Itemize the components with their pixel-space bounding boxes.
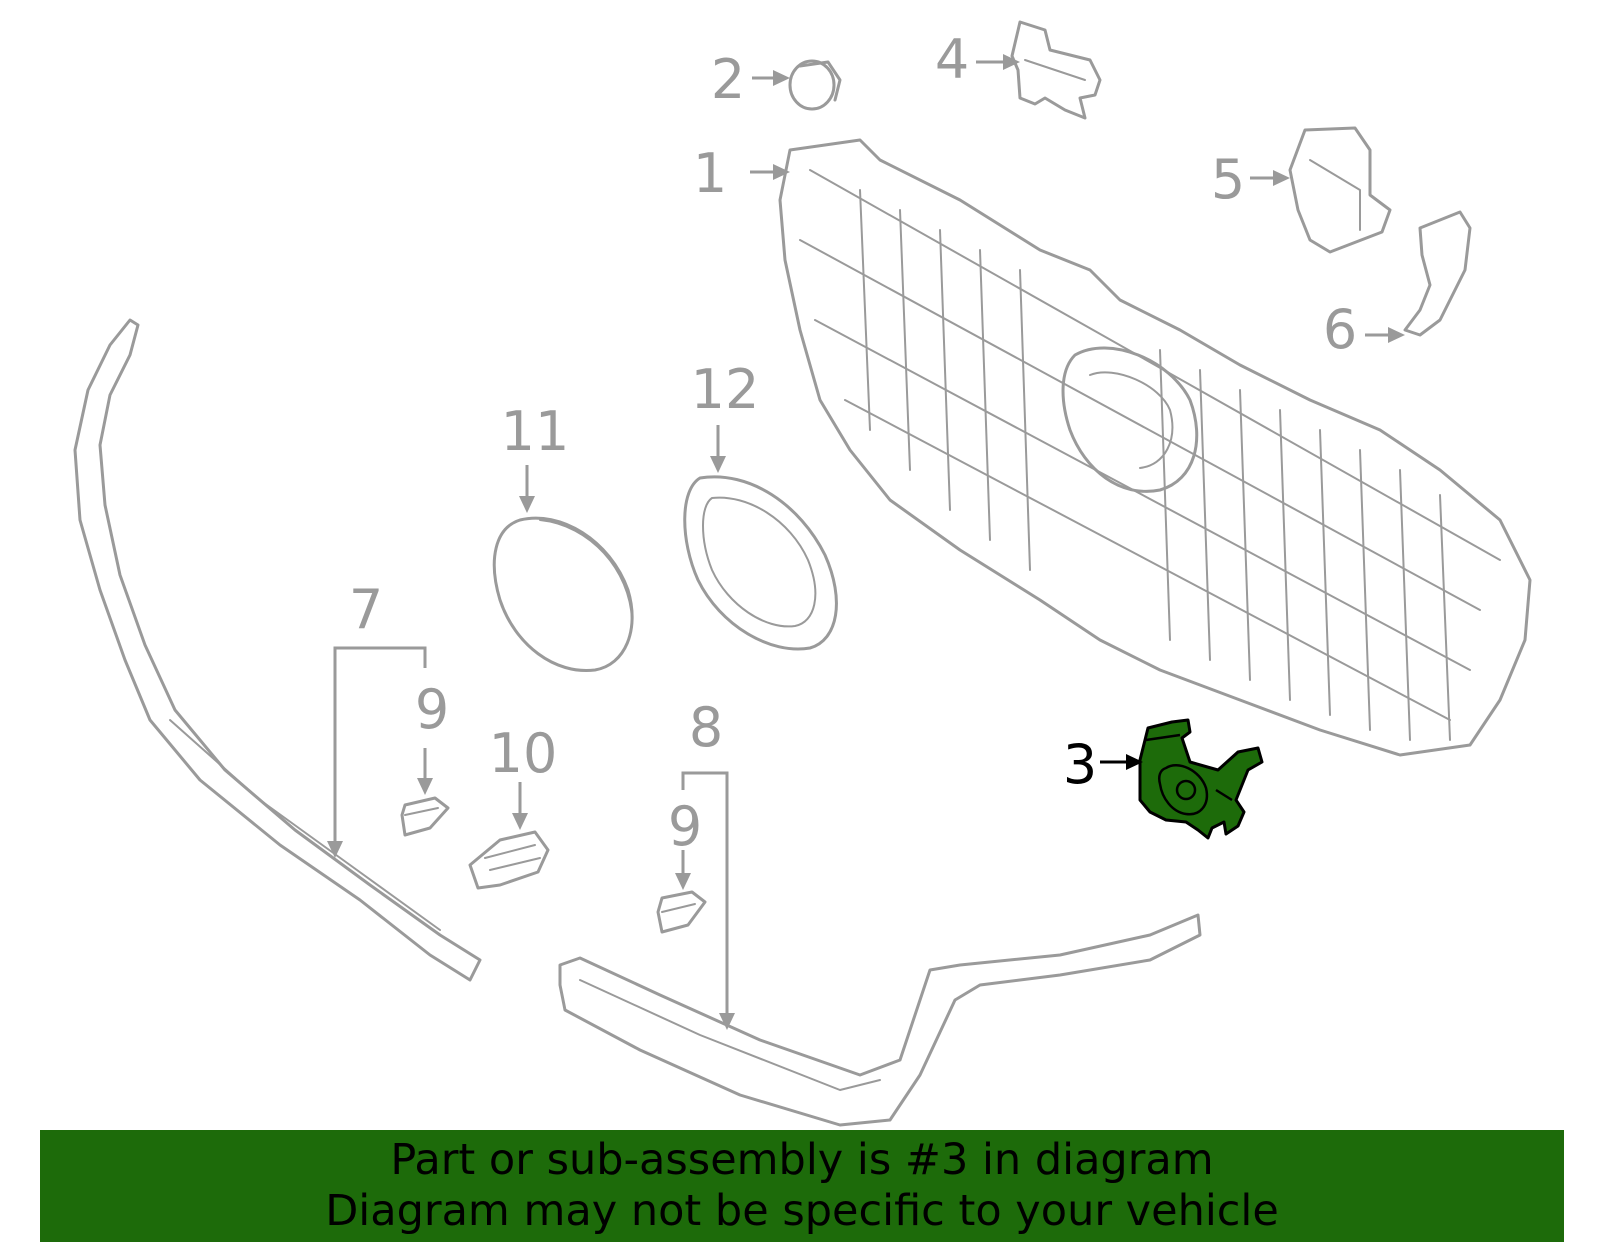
callout-2: 2 bbox=[711, 48, 745, 111]
part-7-molding bbox=[73, 318, 482, 982]
part-8-molding bbox=[558, 913, 1202, 1127]
part-9-clip-b bbox=[656, 890, 707, 934]
part-6-bracket bbox=[1403, 210, 1472, 337]
part-2-clip bbox=[788, 59, 842, 111]
callout-4: 4 bbox=[935, 28, 969, 91]
part-4-bracket bbox=[1010, 20, 1102, 120]
part-12-bezel bbox=[683, 475, 838, 651]
callout-6: 6 bbox=[1323, 298, 1357, 361]
callout-9a: 9 bbox=[415, 678, 449, 741]
callout-labels: 1 2 3 4 5 6 7 8 9 9 10 11 12 bbox=[349, 28, 1357, 858]
part-11-emblem bbox=[492, 516, 634, 673]
banner-line-1: Part or sub-assembly is #3 in diagram bbox=[390, 1135, 1214, 1185]
callout-7: 7 bbox=[349, 578, 383, 641]
part-1-grille bbox=[778, 138, 1532, 757]
part-3-bracket-highlighted bbox=[1138, 718, 1264, 840]
banner-line-2: Diagram may not be specific to your vehi… bbox=[325, 1186, 1279, 1236]
callout-10: 10 bbox=[489, 722, 558, 785]
part-9-clip-a bbox=[400, 796, 450, 837]
part-5-bracket bbox=[1288, 126, 1392, 254]
callout-5: 5 bbox=[1211, 148, 1245, 211]
callout-9b: 9 bbox=[668, 795, 702, 858]
callout-8: 8 bbox=[689, 696, 723, 759]
info-banner: Part or sub-assembly is #3 in diagram Di… bbox=[40, 1130, 1564, 1242]
callout-11: 11 bbox=[501, 400, 570, 463]
callout-12: 12 bbox=[691, 358, 760, 421]
leaders bbox=[327, 54, 1405, 1030]
callout-1: 1 bbox=[693, 142, 727, 205]
callout-3: 3 bbox=[1063, 733, 1097, 796]
part-10-retainer bbox=[468, 830, 550, 890]
